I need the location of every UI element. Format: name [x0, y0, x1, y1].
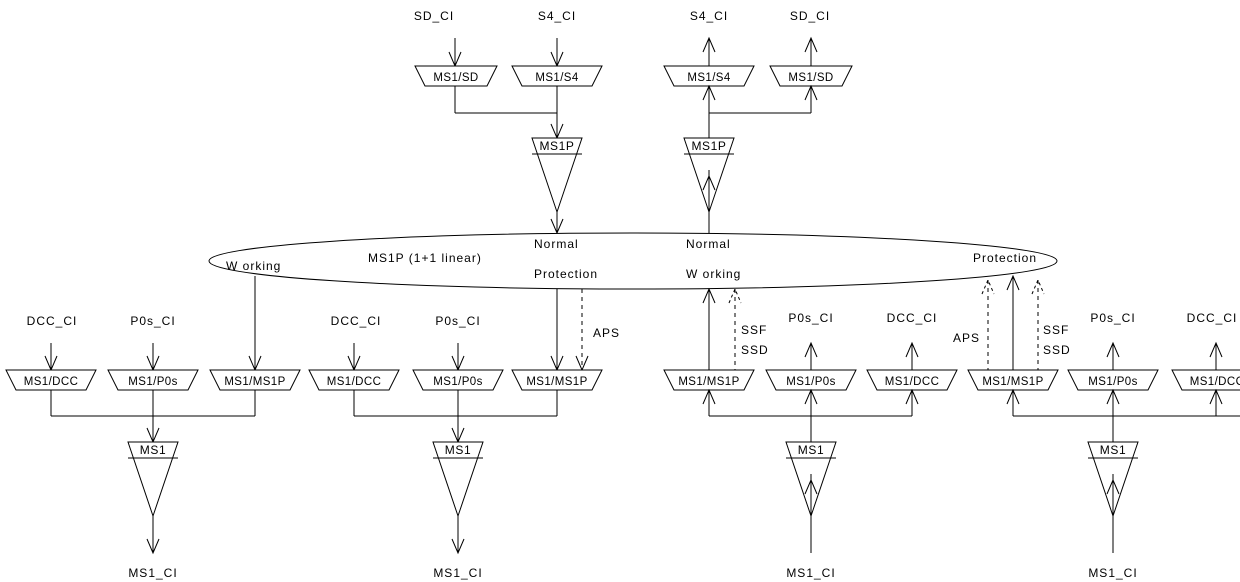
- ssd-label: SSD: [741, 343, 769, 357]
- working-label-right: W orking: [686, 267, 741, 281]
- bottom-source-working-group: DCC_CI P0s_CI MS1/DCC MS1/P0s MS1/MS1P M…: [5, 276, 301, 580]
- bottom-sink-protection-group: APS SSF SSD P0s_CI DCC_CI MS1/MS1P MS1/P…: [953, 275, 1240, 580]
- ms1-ms1p-adaptation-box: MS1/MS1P: [511, 369, 603, 391]
- bottom-sink-working-group: SSF SSD P0s_CI DCC_CI MS1/MS1P MS1/P0s M…: [663, 288, 958, 580]
- connection-title: MS1P (1+1 linear): [368, 251, 482, 265]
- dcc-ci-label: DCC_CI: [27, 314, 78, 328]
- ms1-label: MS1: [445, 443, 471, 457]
- dcc-ci-label: DCC_CI: [1187, 311, 1238, 325]
- ms1-s4-label: MS1/S4: [535, 72, 579, 84]
- top-left-group: SD_CI S4_CI MS1/SD MS1/S4 MS1P: [414, 9, 603, 234]
- ms1-s4-label: MS1/S4: [687, 72, 731, 84]
- ms1-label: MS1: [798, 443, 824, 457]
- p0s-ci-label: P0s_CI: [435, 314, 480, 328]
- ms1-ci-label: MS1_CI: [433, 566, 482, 580]
- s4-ci-label-top-left: S4_CI: [538, 9, 576, 23]
- p0s-ci-label: P0s_CI: [130, 314, 175, 328]
- ms1-p0s-label: MS1/P0s: [433, 376, 482, 388]
- ms1-dcc-label: MS1/DCC: [327, 376, 382, 388]
- ms1-sd-label: MS1/SD: [788, 72, 833, 84]
- ms1p-label: MS1P: [691, 139, 726, 153]
- p0s-ci-label: P0s_CI: [1090, 311, 1135, 325]
- ms1-p0s-adaptation-box: MS1/P0s: [412, 369, 504, 391]
- ms1p-label: MS1P: [539, 139, 574, 153]
- ms1-ms1p-label: MS1/MS1P: [526, 376, 587, 388]
- ms1-sd-adaptation-box-sink: MS1/SD: [769, 65, 853, 87]
- top-right-group: S4_CI SD_CI MS1/S4 MS1/SD MS1P: [663, 9, 853, 233]
- ssf-label: SSF: [1043, 323, 1069, 337]
- ms1p-connection-function: MS1P (1+1 linear) W orking Normal Protec…: [208, 232, 1058, 290]
- ms1-trail-termination-1: MS1: [127, 441, 179, 518]
- ms1-dcc-adaptation-box: MS1/DCC: [308, 369, 400, 391]
- ms1p-trail-termination-top-left: MS1P: [531, 137, 583, 214]
- ms1-p0s-adaptation-box-sink: MS1/P0s: [765, 369, 857, 391]
- dcc-ci-label: DCC_CI: [887, 311, 938, 325]
- ms1-ci-label: MS1_CI: [1088, 566, 1137, 580]
- ms1-dcc-adaptation-box: MS1/DCC: [5, 369, 97, 391]
- ms1-label: MS1: [140, 443, 166, 457]
- aps-label-right: APS: [953, 331, 980, 345]
- normal-label-left: Normal: [534, 237, 579, 251]
- ms1-ms1p-adaptation-box-sink: MS1/MS1P: [967, 369, 1059, 391]
- ms1-sd-label: MS1/SD: [433, 72, 478, 84]
- ms1-dcc-adaptation-box-sink: MS1/DCC: [866, 369, 958, 391]
- s4-ci-label-top-right: S4_CI: [690, 9, 728, 23]
- ms1-dcc-label: MS1/DCC: [1190, 376, 1240, 388]
- ms1-p0s-label: MS1/P0s: [128, 376, 177, 388]
- ms1-sd-adaptation-box: MS1/SD: [414, 65, 498, 87]
- protection-label-left: Protection: [534, 267, 598, 281]
- ms1-label: MS1: [1100, 443, 1126, 457]
- ms1-ci-label: MS1_CI: [786, 566, 835, 580]
- ssd-label: SSD: [1043, 343, 1071, 357]
- ms1-ms1p-label: MS1/MS1P: [982, 376, 1043, 388]
- ms1-dcc-adaptation-box-sink: MS1/DCC: [1171, 369, 1240, 391]
- sd-ci-label-top-right: SD_CI: [790, 9, 830, 23]
- sd-ci-label-top-left: SD_CI: [414, 9, 454, 23]
- ms1-p0s-adaptation-box: MS1/P0s: [107, 369, 199, 391]
- ms1-dcc-label: MS1/DCC: [24, 376, 79, 388]
- p0s-ci-label: P0s_CI: [788, 311, 833, 325]
- ms1-ms1p-adaptation-box: MS1/MS1P: [209, 369, 301, 391]
- protection-label-right: Protection: [973, 251, 1037, 265]
- ms1-p0s-label: MS1/P0s: [786, 376, 835, 388]
- ms1-ms1p-label: MS1/MS1P: [224, 376, 285, 388]
- ms1-s4-adaptation-box-sink: MS1/S4: [663, 65, 755, 87]
- ms1-trail-termination-2: MS1: [432, 441, 484, 518]
- ms1-p0s-label: MS1/P0s: [1088, 376, 1137, 388]
- ms1-p0s-adaptation-box-sink: MS1/P0s: [1067, 369, 1159, 391]
- ms1-s4-adaptation-box: MS1/S4: [511, 65, 603, 87]
- aps-label-left: APS: [593, 326, 620, 340]
- ssf-label: SSF: [741, 323, 767, 337]
- working-label-left: W orking: [226, 259, 281, 273]
- dcc-ci-label: DCC_CI: [331, 314, 382, 328]
- bottom-source-protection-group: DCC_CI P0s_CI APS MS1/DCC MS1/P0s MS1/MS…: [308, 289, 620, 580]
- normal-label-right: Normal: [686, 237, 731, 251]
- ms1-ci-label: MS1_CI: [128, 566, 177, 580]
- ms1-ms1p-adaptation-box-sink: MS1/MS1P: [663, 369, 755, 391]
- ms1-dcc-label: MS1/DCC: [885, 376, 940, 388]
- ms1-ms1p-label: MS1/MS1P: [678, 376, 739, 388]
